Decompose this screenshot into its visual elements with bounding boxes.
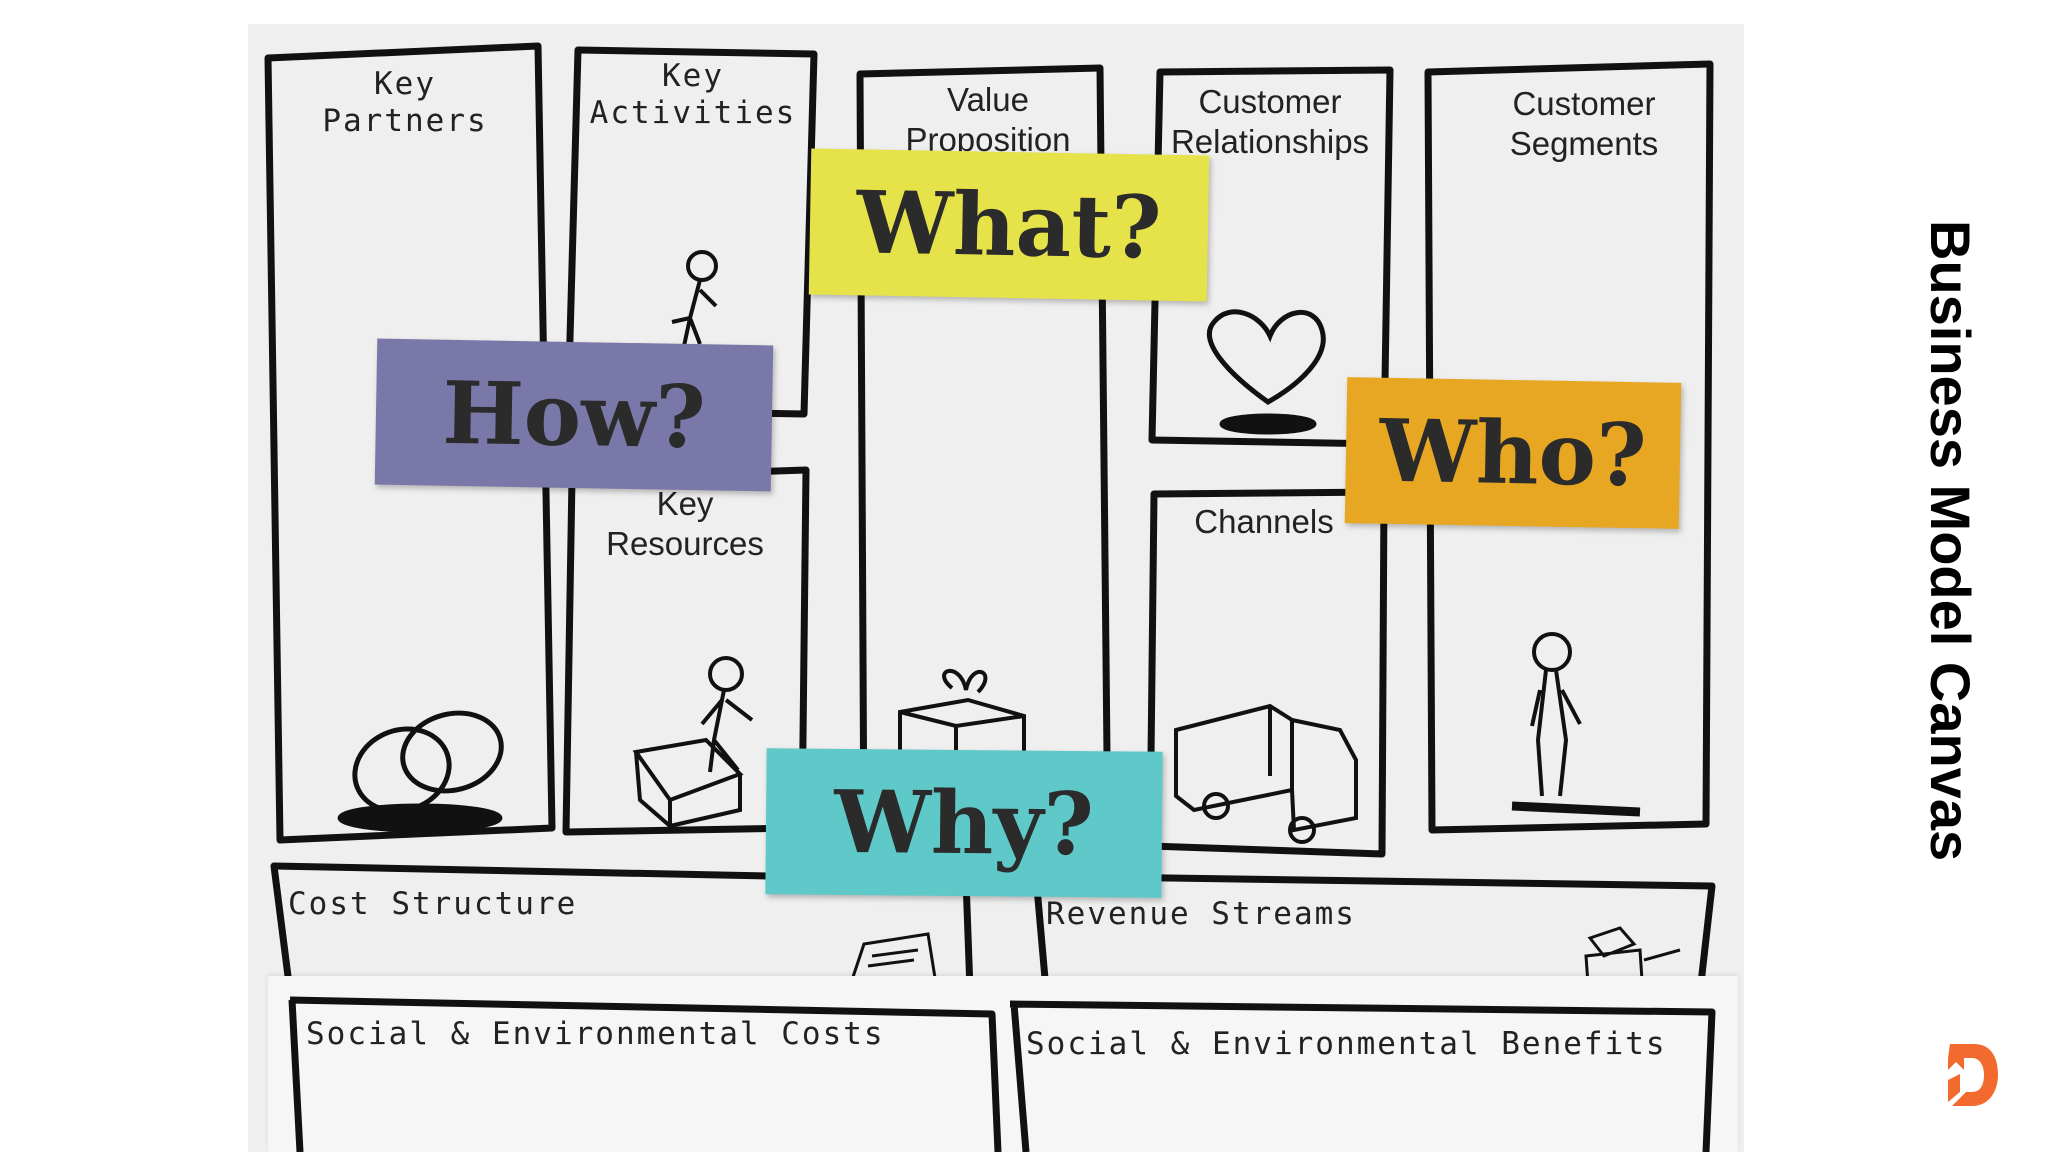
box-social-costs-outline [288,996,1002,1152]
truck-icon [1174,703,1358,844]
how-sticky-note: How? [374,338,774,492]
why-sticky-note: Why? [765,748,1163,898]
brand-logo-icon [1948,1044,1998,1106]
box-customer-segments [1424,60,1714,834]
who-sticky-note: Who? [1344,377,1682,529]
slide-title: Business Model Canvas [1919,220,1982,862]
key-activities-label: Key Activities [589,58,797,132]
what-sticky-note: What? [808,148,1210,302]
social-benefits-label: Social & Environmental Benefits [1026,1026,1667,1062]
heart-icon [1206,309,1326,435]
person-working-icon [671,250,718,347]
customer-segments-label: Customer Segments [1509,85,1659,162]
customer-relationships-label: Customer Relationships [1170,83,1370,160]
box-key-activities [564,46,818,418]
social-costs-label: Social & Environmental Costs [306,1016,885,1052]
key-partners-label: Key Partners [322,66,488,140]
rings-icon [337,710,504,833]
key-resources-label: Key Resources [606,485,764,562]
revenue-streams-label: Revenue Streams [1046,896,1356,932]
box-key-partners [264,42,556,844]
box-social-benefits-outline [1009,1000,1716,1152]
box-channels [1146,488,1388,858]
channels-label: Channels [1194,503,1334,540]
cost-structure-label: Cost Structure [288,886,578,922]
value-proposition-label: Value Proposition [905,81,1071,158]
standing-person-icon [1511,632,1641,817]
person-with-box-icon [632,656,754,831]
